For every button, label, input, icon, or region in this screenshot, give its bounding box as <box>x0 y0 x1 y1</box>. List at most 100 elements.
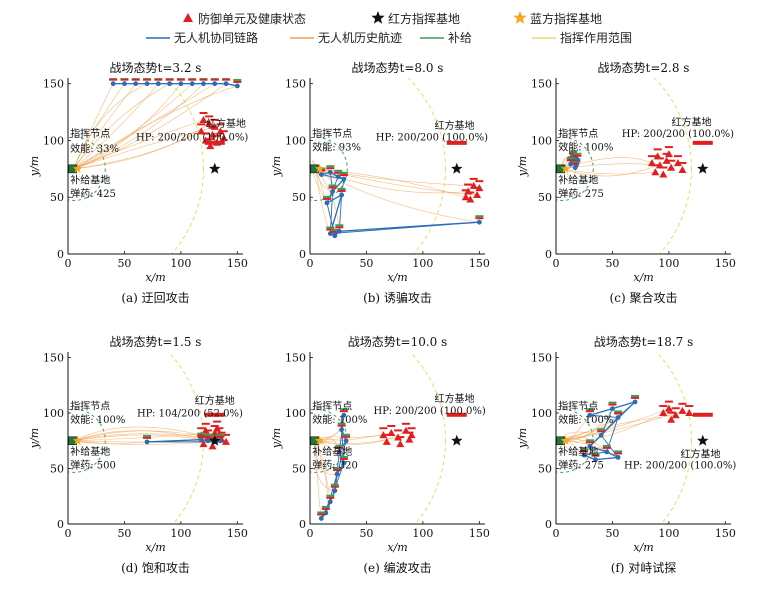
panel-caption: (d) 饱和攻击 <box>121 560 190 575</box>
defense-health-bar <box>210 425 219 428</box>
drone-ammo-bar <box>204 435 212 438</box>
drone-health-bar <box>608 401 617 404</box>
cooperative-link <box>589 414 619 418</box>
drone <box>632 399 638 405</box>
drone-health-bar <box>334 169 343 172</box>
defense-health-bar <box>685 405 694 408</box>
drone <box>133 81 139 87</box>
legend: 防御单元及健康状态红方指挥基地蓝方指挥基地无人机协同链路无人机历史航迹补给指挥作… <box>146 11 632 45</box>
defense-unit <box>396 440 405 448</box>
drone-ammo-bar <box>210 78 219 81</box>
annotation: 效能: 93% <box>312 141 361 154</box>
defense-unit <box>678 406 687 414</box>
defense-unit <box>659 170 668 178</box>
x-tick-label: 50 <box>117 257 131 270</box>
command-range-circle <box>165 78 204 254</box>
y-tick-label: 0 <box>57 518 64 531</box>
defense-unit <box>667 163 676 171</box>
defense-unit <box>466 195 475 203</box>
drone-ammo-bar <box>339 174 348 177</box>
defense-health-bar <box>379 427 388 430</box>
drone-health-bar <box>614 450 623 453</box>
drone-health-bar <box>566 157 575 160</box>
drone-health-bar <box>568 150 577 153</box>
supply-range-circle <box>310 136 348 201</box>
annotation: 指挥节点 <box>312 127 352 140</box>
annotation: HP: 200/200 (100.0%) <box>374 406 486 417</box>
drone-health-bar <box>475 215 484 218</box>
drone-health-bar <box>321 505 330 508</box>
defense-health-bar <box>664 400 673 403</box>
y-axis-label: y/m <box>28 156 41 177</box>
drone <box>122 81 127 87</box>
drone <box>341 412 347 418</box>
drone-health-bar <box>109 78 118 79</box>
supply-range-circle <box>68 136 106 201</box>
annotation: 指挥节点 <box>70 400 110 413</box>
cooperative-link <box>612 401 636 410</box>
drone <box>575 157 580 163</box>
drone <box>189 81 195 87</box>
x-tick-label: 0 <box>65 527 72 540</box>
drone-ammo-bar <box>566 159 575 162</box>
defense-unit <box>651 168 660 176</box>
x-axis-label: x/m <box>633 541 653 554</box>
drone-ammo-bar <box>120 78 129 81</box>
drone-ammo-bar <box>188 78 197 81</box>
drone-health-bar <box>216 433 225 436</box>
drone-ammo-bar <box>580 450 589 453</box>
defense-health-bar <box>464 183 473 186</box>
drone-health-bar <box>602 444 611 447</box>
defense-health-bar <box>213 134 222 137</box>
defense-health-bar <box>401 422 410 425</box>
y-axis-label: y/m <box>516 428 529 449</box>
drone-health-bar <box>222 78 231 79</box>
blue-base-star-icon <box>560 435 571 445</box>
blue-base-star-icon <box>560 163 571 173</box>
defense-unit <box>208 442 217 450</box>
drone-ammo-bar <box>585 410 594 413</box>
defense-unit <box>382 437 391 445</box>
x-tick-label: 50 <box>605 257 619 270</box>
defense-health-bar <box>216 123 225 126</box>
drone-ammo-bar <box>614 452 623 455</box>
y-tick-label: 50 <box>538 191 552 204</box>
y-tick-label: 100 <box>531 407 552 420</box>
annotation: 补给基地 <box>558 174 598 187</box>
x-tick-label: 150 <box>715 257 736 270</box>
defense-health-bar <box>206 138 215 141</box>
defense-health-bar <box>651 164 660 167</box>
annotation: 效能: 33% <box>70 142 119 155</box>
defense-health-bar <box>667 411 676 414</box>
drone-health-bar <box>330 483 339 486</box>
drone-ammo-bar <box>109 78 118 81</box>
y-tick-label: 150 <box>531 352 552 365</box>
defense-unit <box>667 415 676 423</box>
drone-ammo-bar <box>330 485 339 488</box>
command-range-circle <box>407 78 446 254</box>
defense-health-bar <box>653 148 662 151</box>
drone-ammo-bar <box>591 454 600 457</box>
legend-item: 蓝方指挥基地 <box>513 11 602 26</box>
drone <box>330 189 335 194</box>
history-track <box>73 440 215 445</box>
drone-ammo-bar <box>143 78 152 81</box>
history-track <box>73 83 193 170</box>
panel-caption: (c) 聚合攻击 <box>610 290 678 305</box>
drone-ammo-bar <box>342 435 351 438</box>
x-tick-label: 0 <box>553 527 560 540</box>
cooperative-link <box>589 434 602 447</box>
drone <box>476 219 482 225</box>
drone-health-bar <box>571 160 580 163</box>
defense-health-bar <box>199 112 208 115</box>
annotation: 补给基地 <box>70 445 110 458</box>
drone-health-bar <box>339 408 348 411</box>
defense-health-bar <box>197 123 206 126</box>
drone-health-bar <box>326 226 335 229</box>
cooperative-link <box>339 221 480 232</box>
drone-ammo-bar <box>322 197 331 200</box>
drone <box>327 169 333 175</box>
drone <box>572 165 578 171</box>
